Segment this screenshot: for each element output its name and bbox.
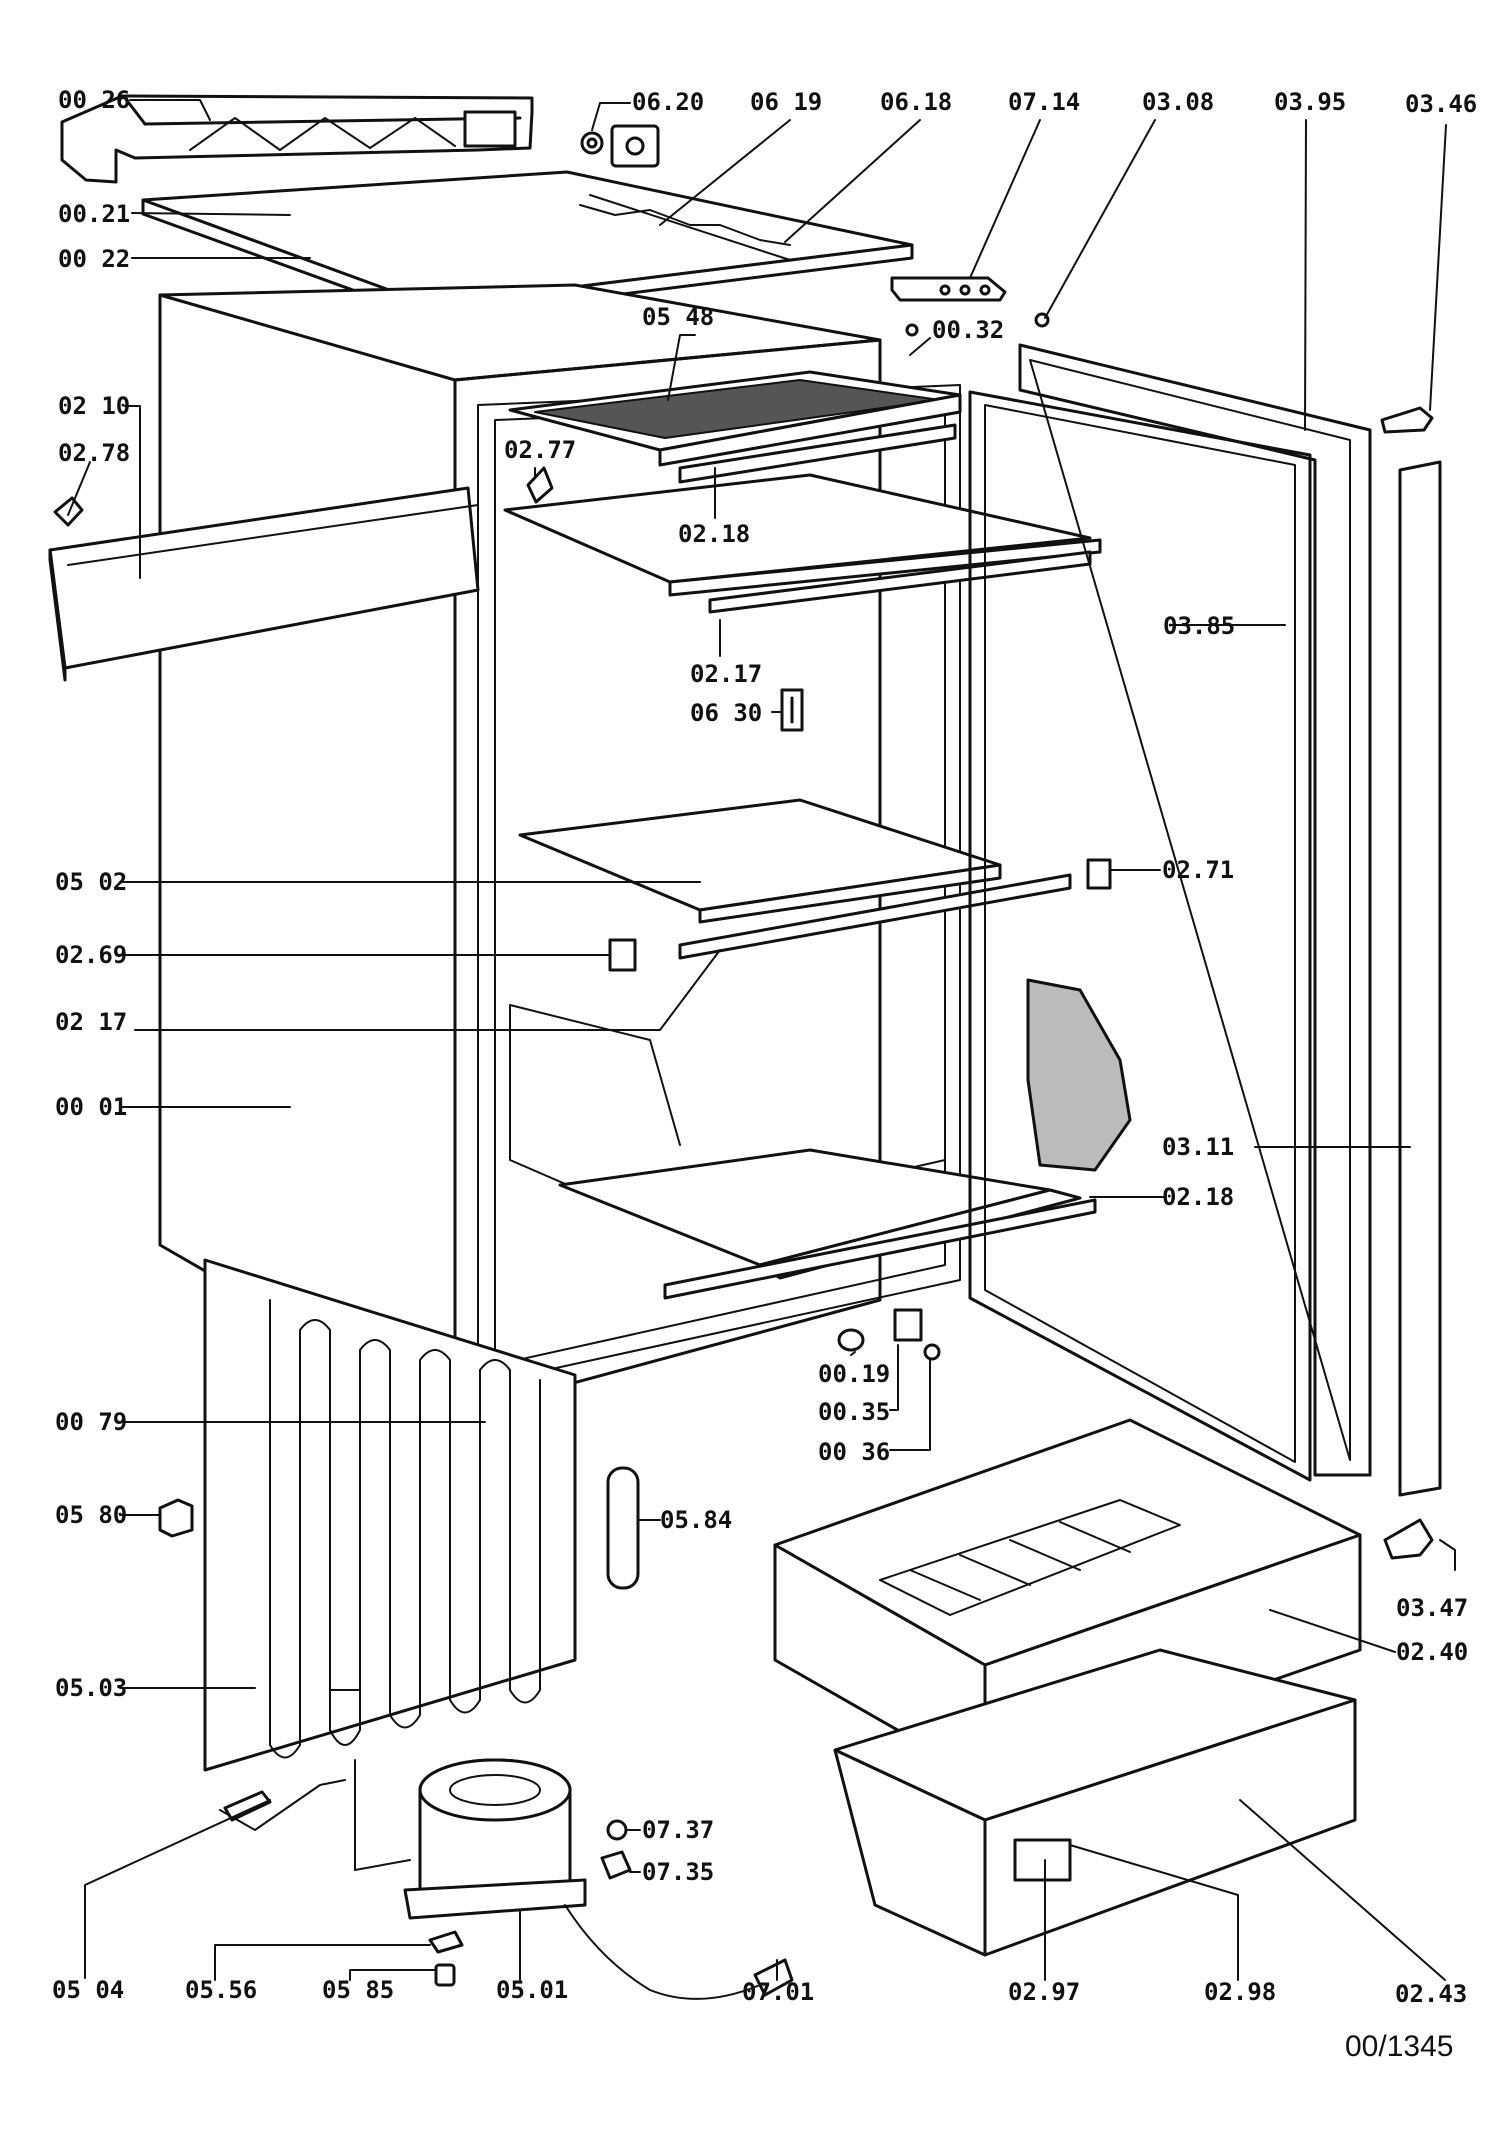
label-02-10: 02 10 [58,392,131,420]
label-00-36: 00 36 [818,1438,891,1466]
label-02-17-lower: 02 17 [55,1008,128,1036]
leader-lines [67,99,1456,1981]
label-05-48: 05 48 [642,303,715,331]
label-00-35: 00.35 [818,1398,891,1426]
label-00-19: 00.19 [818,1360,891,1388]
document-reference: 00/1345 [1345,2030,1454,2063]
shelf-support-right [1086,858,1112,890]
bottom-hinge [1383,1518,1434,1560]
adjustable-foot [837,1328,865,1352]
label-02-71: 02.71 [1162,856,1235,884]
label-02-43: 02.43 [1395,1980,1468,2008]
top-trim-rail [60,94,534,184]
label-02-97: 02.97 [1008,1978,1081,2006]
label-06-18: 06.18 [880,88,953,116]
power-cord [564,1904,794,2000]
label-02-98: 02.98 [1204,1978,1277,2006]
label-03-47: 03.47 [1396,1594,1469,1622]
overload-protector [606,1819,628,1841]
bottom-shelf [558,1148,1097,1300]
mounting-bolt [434,1963,456,1987]
shelf-clip [526,466,554,504]
label-02-77: 02.77 [504,436,577,464]
label-05-02: 05 02 [55,868,128,896]
label-02-17-upper: 02.17 [690,660,763,688]
label-05-84: 05.84 [660,1506,733,1534]
condenser-coil [203,1258,577,1772]
door-insulation-texture [1026,978,1132,1172]
door-shelf-rail [1398,460,1442,1497]
label-00-26: 00 26 [58,86,131,114]
label-00-01: 00 01 [55,1093,128,1121]
upper-shelf [503,423,1102,614]
label-05-01: 05.01 [496,1976,569,2004]
terminal-cover [600,1850,632,1880]
label-07-01: 07.01 [742,1978,815,2006]
front-panel [48,486,480,682]
filter-drier [606,1466,640,1590]
label-03-46: 03.46 [1405,90,1478,118]
label-03-08: 03.08 [1142,88,1215,116]
lamp-housing [890,276,1007,302]
refrigerant-piping [219,1649,411,1871]
label-00-79: 00 79 [55,1408,128,1436]
label-00-32: 00.32 [932,316,1005,344]
evaporator-grid-shelf [508,370,962,467]
label-02-69: 02.69 [55,941,128,969]
label-03-11: 03.11 [1162,1133,1235,1161]
label-05-85: 05 85 [322,1976,395,2004]
thermostat [610,124,660,168]
shelf-support-left [608,938,637,972]
label-06-20: 06.20 [632,88,705,116]
door-gasket [968,390,1312,1482]
label-05-80: 05 80 [55,1501,128,1529]
label-02-18-upper: 02.18 [678,520,751,548]
lower-drawer [833,1648,1357,1957]
label-05-56: 05.56 [185,1976,258,2004]
label-03-95: 03.95 [1274,88,1347,116]
hinge-screw [905,323,919,337]
label-00-22: 00 22 [58,245,131,273]
top-hinge [1380,406,1434,434]
light-switch [780,688,804,732]
label-07-14: 07.14 [1008,88,1081,116]
compressor [403,1758,587,1920]
label-07-35: 07.35 [642,1858,715,1886]
label-03-85: 03.85 [1163,612,1236,640]
mounting-grommet [428,1930,464,1954]
label-06-19: 06 19 [750,88,823,116]
label-05-04: 05 04 [52,1976,125,2004]
label-05-03: 05.03 [55,1674,128,1702]
start-relay [158,1498,194,1538]
label-00-21: 00.21 [58,200,131,228]
refrigerator-door [1018,343,1372,1477]
label-02-78: 02.78 [58,439,131,467]
thermostat-knob [580,131,604,155]
lower-hinge-bracket [893,1308,941,1361]
label-02-18-lower: 02.18 [1162,1183,1235,1211]
label-07-37: 07.37 [642,1816,715,1844]
label-02-40: 02.40 [1396,1638,1469,1666]
capillary-tube [223,1790,272,1822]
label-06-30: 06 30 [690,699,763,727]
